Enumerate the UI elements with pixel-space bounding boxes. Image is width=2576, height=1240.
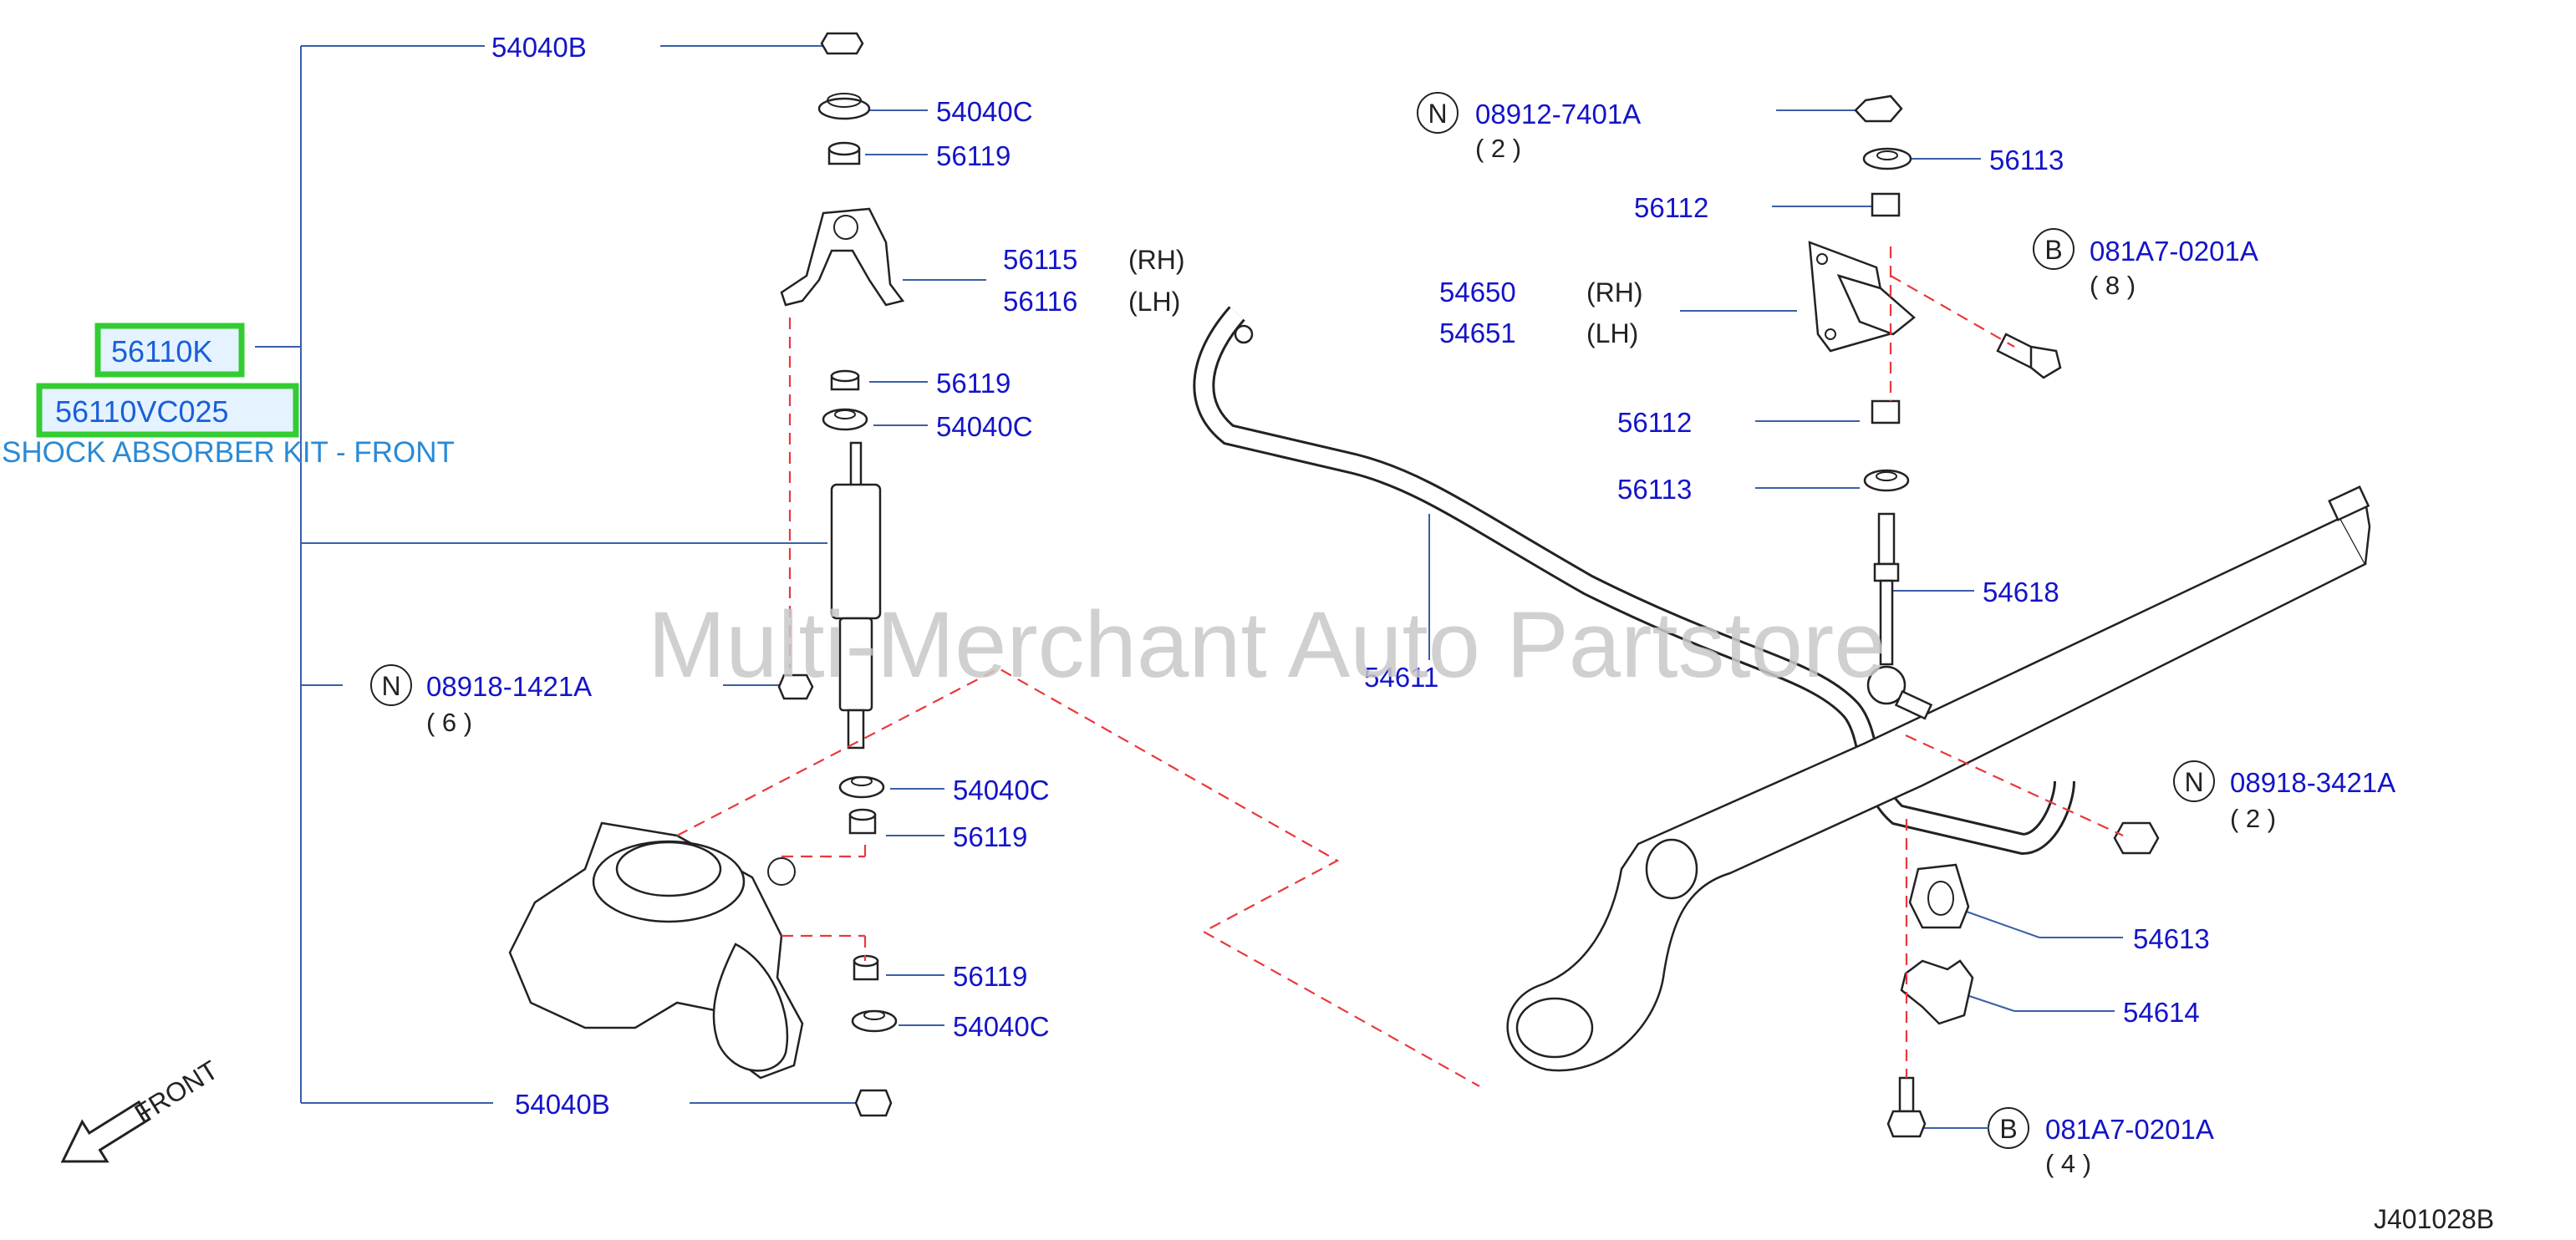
b-marker-2: B	[1988, 1107, 2029, 1149]
kit-alt-part-number[interactable]: 56110VC025	[55, 394, 229, 429]
label-lh-1: (LH)	[1128, 287, 1180, 317]
label-54618[interactable]: 54618	[1983, 577, 2059, 607]
bushing-clamp-parts	[1886, 821, 2160, 1138]
label-54040c-3[interactable]: 54040C	[953, 775, 1050, 805]
label-56119-3[interactable]: 56119	[953, 821, 1027, 852]
stabilizer-bar	[1193, 306, 2075, 856]
transverse-link	[1506, 485, 2371, 1072]
n-marker-2: N	[1417, 92, 1459, 134]
lower-arm-assembly	[508, 821, 804, 1080]
svg-text:N: N	[381, 671, 400, 701]
label-54650[interactable]: 54650	[1439, 277, 1516, 307]
label-54651[interactable]: 54651	[1439, 318, 1516, 348]
label-081a7-bottom[interactable]: 081A7-0201A	[2045, 1114, 2214, 1145]
shock-absorber-stack	[777, 32, 905, 1117]
label-qty-2a: ( 2 )	[1475, 134, 1521, 163]
label-54040b-top[interactable]: 54040B	[491, 32, 587, 63]
svg-text:N: N	[1428, 99, 1447, 129]
label-08912-7401a[interactable]: 08912-7401A	[1475, 99, 1641, 130]
label-08918-3421a[interactable]: 08918-3421A	[2230, 767, 2395, 798]
label-56112-top[interactable]: 56112	[1634, 192, 1708, 223]
diagram-code: J401028B	[2374, 1204, 2494, 1234]
kit-description: SHOCK ABSORBER KIT - FRONT	[2, 436, 455, 469]
label-56113-top[interactable]: 56113	[1989, 145, 2064, 175]
label-08918-1421a[interactable]: 08918-1421A	[426, 671, 592, 702]
b-marker-1: B	[2033, 228, 2075, 270]
svg-text:B: B	[1999, 1114, 2017, 1144]
label-56119-1[interactable]: 56119	[936, 140, 1011, 171]
label-54611[interactable]: 54611	[1364, 662, 1438, 693]
label-56112-mid[interactable]: 56112	[1617, 407, 1692, 438]
label-081a7-top[interactable]: 081A7-0201A	[2090, 236, 2258, 267]
label-qty-4: ( 4 )	[2045, 1149, 2091, 1178]
n-marker-1: N	[370, 664, 412, 706]
label-54613[interactable]: 54613	[2133, 923, 2210, 954]
label-54614[interactable]: 54614	[2123, 997, 2200, 1028]
svg-text:B: B	[2044, 235, 2062, 265]
kit-part-highlight[interactable]	[94, 323, 245, 378]
label-54040c-1[interactable]: 54040C	[936, 96, 1033, 127]
kit-part-number[interactable]: 56110K	[111, 334, 212, 368]
front-arrow-icon	[60, 1100, 151, 1163]
label-56119-4[interactable]: 56119	[953, 961, 1027, 992]
label-54040b-bottom[interactable]: 54040B	[515, 1089, 610, 1120]
label-54040c-2[interactable]: 54040C	[936, 411, 1033, 442]
label-qty-6: ( 6 )	[426, 708, 472, 737]
label-rh-1: (RH)	[1128, 245, 1185, 275]
label-56119-2[interactable]: 56119	[936, 368, 1011, 399]
svg-text:N: N	[2184, 767, 2203, 797]
kit-alt-part-highlight[interactable]	[36, 383, 299, 438]
label-lh-2: (LH)	[1586, 318, 1638, 348]
n-marker-3: N	[2173, 760, 2215, 802]
label-rh-2: (RH)	[1586, 277, 1643, 307]
label-qty-8: ( 8 )	[2090, 271, 2136, 300]
label-qty-2b: ( 2 )	[2230, 804, 2276, 833]
watermark: Multi-Merchant Auto Partstore	[648, 592, 1886, 697]
label-54040c-4[interactable]: 54040C	[953, 1011, 1050, 1042]
label-56115[interactable]: 56115	[1003, 244, 1077, 275]
front-label: FRONT	[130, 1055, 224, 1129]
stabilizer-link-parts	[1808, 94, 2062, 720]
hidden-lines	[676, 246, 2124, 1087]
label-56113-mid[interactable]: 56113	[1617, 474, 1692, 505]
kit-bracket	[255, 45, 827, 1104]
label-56116[interactable]: 56116	[1003, 286, 1077, 317]
